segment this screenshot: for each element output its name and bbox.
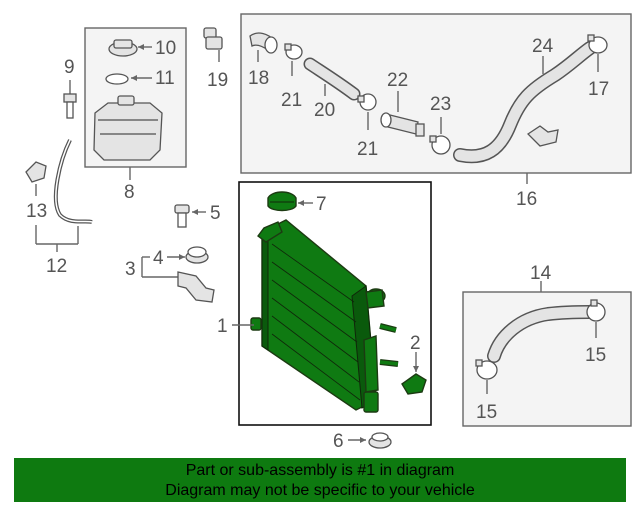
callout-19: 19: [207, 70, 228, 91]
callout-9: 9: [64, 57, 75, 78]
callout-16: 16: [516, 189, 537, 210]
callout-22: 22: [387, 70, 408, 91]
clamp-15-left: [475, 359, 498, 380]
callout-23: 23: [430, 94, 451, 115]
callout-14: 14: [530, 263, 552, 284]
pipe-22: [380, 112, 425, 137]
callout-3: 3: [125, 259, 136, 280]
callout-17: 17: [588, 79, 609, 100]
bolt-9: [63, 93, 77, 119]
radiator-cap-7: [267, 191, 297, 212]
callout-10: 10: [155, 38, 176, 59]
parts-diagram: 10 11 8 9 13 12 19 5: [25, 13, 632, 452]
callout-6: 6: [333, 431, 344, 452]
hose-bracket: [526, 125, 559, 147]
overflow-hose: [53, 139, 93, 224]
bracket-3: [177, 271, 215, 303]
drain-cock-2: [401, 373, 427, 395]
callout-11: 11: [155, 68, 175, 89]
insulator-4: [185, 246, 209, 264]
clamp-15-right: [586, 299, 606, 322]
cap-gasket: [105, 73, 129, 85]
bolt-5: [174, 204, 190, 228]
callout-21-upper: 21: [281, 90, 302, 111]
callout-15-right: 15: [585, 345, 606, 366]
info-banner: Part or sub-assembly is #1 in diagram Di…: [14, 458, 626, 502]
callout-12: 12: [46, 256, 67, 277]
clamp-17: [587, 34, 608, 54]
reservoir-tank: [93, 95, 163, 161]
radiator-assembly: [250, 219, 399, 413]
callout-13: 13: [26, 201, 47, 222]
insulator-6: [368, 432, 392, 449]
lower-hose-14: [487, 305, 597, 363]
callout-15-left: 15: [476, 402, 497, 423]
banner-line-1: Part or sub-assembly is #1 in diagram: [185, 462, 455, 479]
callout-7: 7: [316, 194, 327, 215]
callout-18: 18: [248, 68, 269, 89]
callout-1: 1: [217, 316, 228, 337]
callout-4: 4: [153, 248, 164, 269]
clamp-23: [429, 135, 451, 155]
callout-2: 2: [410, 333, 421, 354]
hose-20: [303, 57, 361, 101]
drain-plug-19: [203, 27, 223, 50]
callout-20: 20: [314, 100, 335, 121]
callout-21-lower: 21: [357, 139, 378, 160]
hose-18: [249, 32, 278, 54]
hose-clip-13: [25, 161, 47, 183]
clamp-21-lower: [357, 93, 377, 111]
callout-8: 8: [124, 182, 135, 203]
reservoir-cap: [108, 39, 138, 57]
clamp-21-upper: [284, 43, 303, 60]
callout-24: 24: [532, 36, 554, 57]
banner-line-2: Diagram may not be specific to your vehi…: [165, 482, 475, 499]
callout-5: 5: [210, 203, 221, 224]
hose-24: [453, 41, 597, 164]
